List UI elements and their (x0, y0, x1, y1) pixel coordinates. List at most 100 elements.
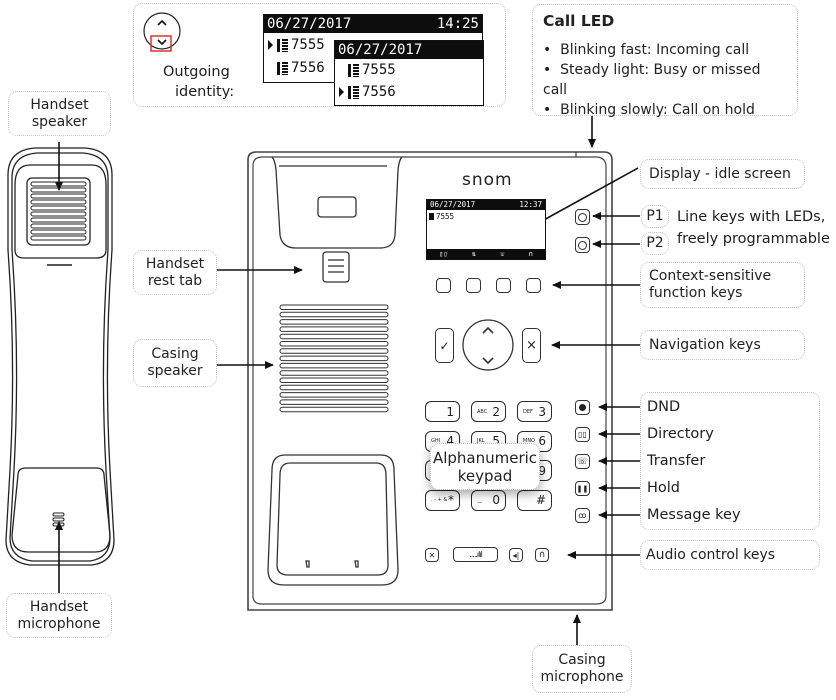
selected-marker-icon (339, 87, 344, 97)
volume-key[interactable]: .....ılıl (453, 547, 498, 562)
transfer-key[interactable]: ☏ (575, 454, 590, 469)
phone-line-icon (277, 61, 288, 75)
selected-marker-icon (268, 40, 273, 50)
call-led-item: • Blinking fast: Incoming call (543, 42, 750, 58)
grille-slot (279, 392, 389, 398)
call-led-item: • Steady light: Busy or missed call (543, 62, 761, 98)
line-key-p2[interactable] (575, 237, 590, 253)
keypad-key-star[interactable]: . - + &* (425, 489, 460, 511)
label-transfer: Transfer (647, 453, 706, 469)
grille-slot (279, 341, 389, 347)
call-led-item: • Blinking slowly: Call on hold (543, 102, 755, 118)
transfer-icon: ☏ (500, 250, 505, 258)
message-key[interactable]: ꝏ (575, 508, 590, 523)
back-screen-time: 14:25 (436, 16, 479, 32)
line-keys-label-1: Line keys with LEDs, (677, 209, 826, 225)
grille-slot (279, 370, 389, 376)
idle-softkey-bar: ▯▯ ⇅ ☏ ∩ (427, 249, 545, 259)
function-key-3[interactable] (496, 278, 511, 293)
nav-wheel[interactable] (462, 320, 514, 370)
transfer-icon: ☏ (576, 456, 589, 467)
grille-slot (279, 377, 389, 383)
mute-icon: ✕ (428, 550, 436, 560)
keypad-key-1[interactable]: 1 (425, 401, 460, 422)
grille-slot (279, 406, 389, 413)
label-hold: Hold (647, 480, 681, 496)
label-message-key: Message key (647, 507, 741, 523)
voicemail-icon: ꝏ (578, 511, 587, 520)
grille-slot (279, 399, 389, 405)
outgoing-identity-label-2: identity: (175, 84, 235, 100)
keypad-key-hash[interactable]: # (517, 489, 552, 511)
speaker-key[interactable]: ◂| (509, 548, 523, 562)
directory-key[interactable]: ▯▯ (575, 427, 590, 442)
phone-line-icon (277, 38, 288, 52)
front-screen-line-2: 7556 (335, 81, 483, 103)
led-icon (578, 212, 587, 222)
function-key-2[interactable] (466, 278, 481, 293)
grille-slot (279, 319, 389, 325)
keypad-key-0[interactable]: __0 (471, 489, 506, 511)
call-led-box: Call LED • Blinking fast: Incoming call … (532, 4, 798, 118)
handset-cradle (271, 156, 403, 283)
back-screen-line-2: 7556 (264, 57, 482, 79)
ok-key[interactable]: ✓ (435, 328, 454, 363)
headset-key[interactable]: ∩ (535, 548, 549, 562)
casing-speaker-grille (279, 304, 389, 413)
phone-line-icon (348, 63, 359, 77)
nav-wheel-icon (143, 12, 181, 52)
callout-p2: P2 (641, 232, 669, 255)
label-directory: Directory (647, 426, 714, 442)
handset-rest-base (267, 454, 399, 586)
phone-line-icon (348, 85, 359, 99)
handset-speaker-grille (30, 181, 87, 241)
volume-icon: .....ılıl (469, 550, 483, 559)
line-keys-label-2: freely programmable (677, 231, 830, 247)
navigation-cluster (462, 319, 514, 371)
dnd-key[interactable] (575, 400, 590, 415)
grille-slot (279, 333, 389, 340)
call-led-title: Call LED (543, 12, 615, 30)
outgoing-screen-front: 06/27/2017 7555 7556 (334, 40, 484, 106)
hold-icon: ❚❚ (576, 484, 589, 493)
brand-logo: snom (462, 170, 513, 190)
idle-date: 06/27/2017 (430, 200, 476, 209)
grille-slot (279, 326, 389, 332)
idle-time: 12:37 (519, 200, 542, 209)
callout-audio-control-keys: Audio control keys (640, 540, 820, 570)
settings-icon: ⇅ (471, 250, 476, 258)
mute-key[interactable]: ✕ (425, 548, 439, 562)
grille-slot (279, 362, 389, 369)
back-screen-date: 06/27/2017 (267, 16, 352, 32)
call-led-list: • Blinking fast: Incoming call • Steady … (543, 40, 787, 120)
phone-line-icon (429, 212, 434, 220)
speakerphone-icon: ◂| (512, 550, 520, 560)
grille-slot (279, 304, 389, 310)
front-screen-line-1: 7555 (335, 59, 483, 81)
function-key-1[interactable] (436, 278, 451, 293)
callout-p1: P1 (641, 205, 669, 228)
cancel-key[interactable]: × (522, 328, 541, 363)
grille-slot (279, 311, 389, 318)
label-dnd: DND (647, 399, 681, 415)
function-key-4[interactable] (526, 278, 541, 293)
grille-slot (279, 384, 389, 391)
grille-slot (279, 355, 389, 362)
directory-icon: ▯▯ (439, 250, 448, 258)
hold-key[interactable]: ❚❚ (575, 481, 590, 496)
idle-line: 7555 (427, 210, 545, 222)
handset (5, 147, 115, 566)
outgoing-identity-label-1: Outgoing (163, 64, 230, 80)
grille-slot (279, 348, 389, 354)
idle-display: 06/27/2017 12:37 7555 ▯▯ ⇅ ☏ ∩ (426, 199, 546, 260)
line-key-p1[interactable] (575, 209, 590, 225)
